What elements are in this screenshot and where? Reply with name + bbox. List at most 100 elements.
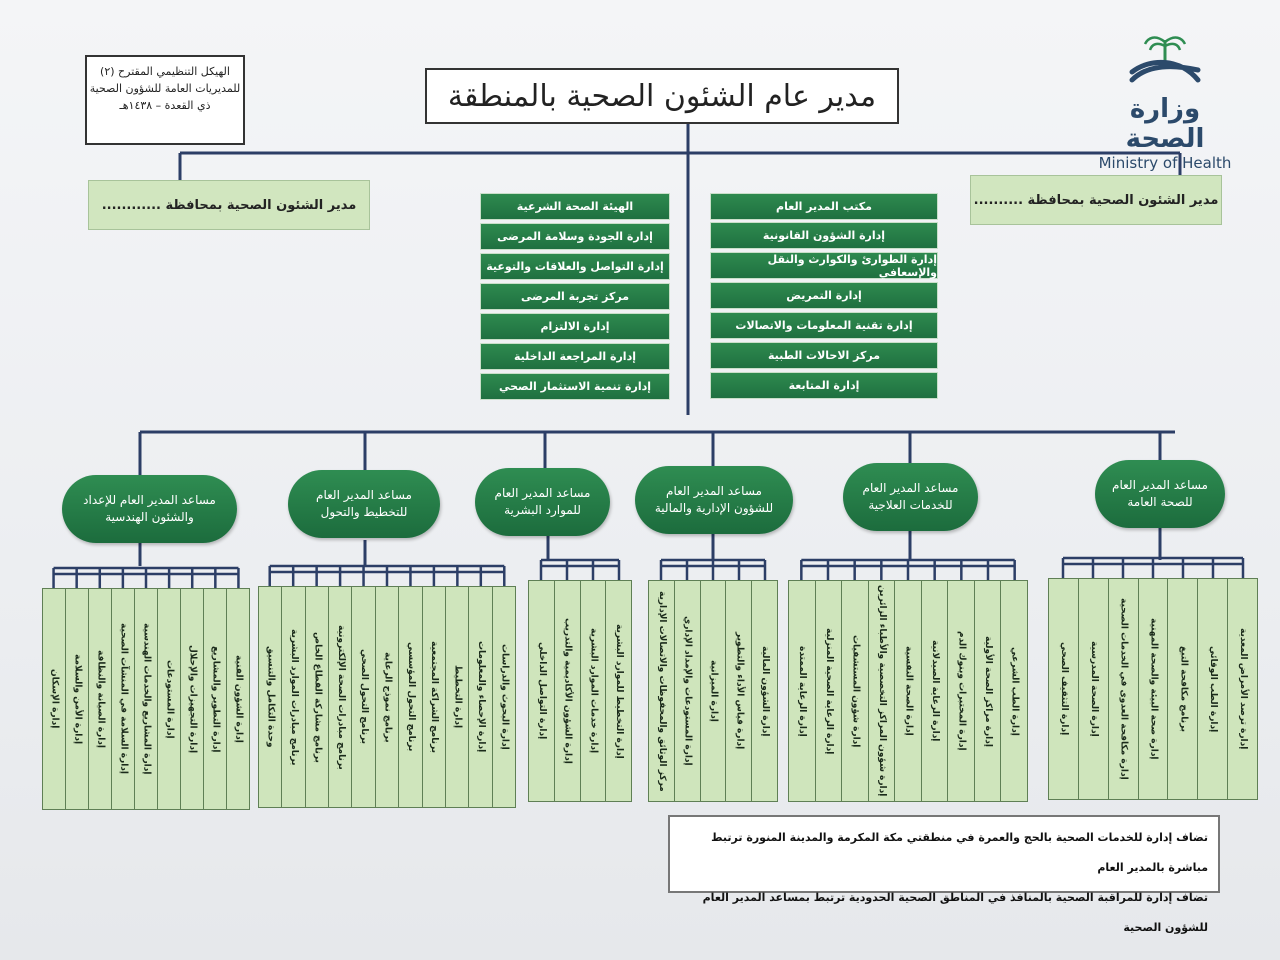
palm-swords-emblem-icon bbox=[1129, 36, 1201, 83]
department-item: إدارة الشؤون الأكاديمية والتدريب bbox=[553, 580, 580, 802]
department-label: إدارة المستودعات bbox=[164, 659, 175, 739]
department-label: إدارة الرعاية الصحية المنزلية bbox=[823, 627, 834, 755]
assistant-title: مساعد المدير العام bbox=[862, 481, 959, 495]
department-item: إدارة الطب الوقائي bbox=[1197, 578, 1228, 800]
department-label: إدارة الصحة النفسية bbox=[903, 646, 914, 736]
office-item: إدارة المتابعة bbox=[710, 372, 938, 399]
department-label: إدارة التجهيزات والإحلال bbox=[187, 644, 198, 754]
assistant-title: مساعد المدير العام bbox=[494, 486, 591, 500]
department-item: إدارة الشؤون المالية bbox=[751, 580, 778, 802]
department-label: إدارة المستودعات والإمداد الإداري bbox=[682, 616, 693, 766]
department-label: إدارة البحوث والدراسات bbox=[499, 644, 510, 750]
department-item: إدارة التجهيزات والإحلال bbox=[180, 588, 203, 810]
department-item: إدارة الصيانة والنظافة bbox=[88, 588, 111, 810]
department-label: إدارة التخطيط bbox=[452, 665, 463, 729]
dept-group-therapeutic: إدارة الطب الشرعي إدارة مراكز الصحة الأول… bbox=[787, 580, 1028, 802]
department-item: إدارة التخطيط bbox=[444, 586, 469, 808]
logo-english-text: Ministry of Health bbox=[1098, 154, 1232, 172]
department-item: إدارة التخطيط للموارد البشرية bbox=[605, 580, 632, 802]
footer-note-1: تضاف إدارة للخدمات الصحية بالحج والعمرة … bbox=[711, 831, 1208, 874]
department-label: إدارة شؤون المراكز التخصصية والأطباء الز… bbox=[876, 585, 887, 797]
department-item: برنامج مبادرات الصحة الإلكترونية bbox=[328, 586, 352, 808]
department-label: إدارة الشؤون الفنية bbox=[233, 655, 244, 743]
department-item: إدارة السلامة في المنشآت الصحية bbox=[111, 588, 134, 810]
assistant-portfolio: للموارد البشرية bbox=[504, 503, 581, 517]
department-item: برنامج الشراكة المجتمعية bbox=[421, 586, 445, 808]
department-item: إدارة التواصل الداخلي bbox=[528, 580, 554, 802]
assistant-portfolio: للتخطيط والتحول bbox=[320, 505, 408, 519]
office-item: إدارة الالتزام bbox=[480, 313, 670, 340]
assistant-admin-finance: مساعد المدير العام للشؤون الإدارية والمال… bbox=[635, 466, 793, 534]
assistant-title: مساعد المدير العام bbox=[666, 484, 762, 498]
department-item: إدارة الإسكان bbox=[42, 588, 65, 810]
governorate-director-left: مدير الشئون الصحية بمحافظة ............ bbox=[88, 180, 370, 230]
department-item: إدارة الصحة المدرسية bbox=[1077, 578, 1108, 800]
assistant-portfolio: للصحة العامة bbox=[1127, 495, 1193, 509]
department-label: إدارة الرعاية الممتدة bbox=[797, 645, 808, 737]
office-item: إدارة تنمية الاستثمار الصحي bbox=[480, 373, 670, 400]
department-item: إدارة مكافحة العدوى في الخدمات الصحية bbox=[1107, 578, 1138, 800]
assistant-human-resources: مساعد المدير العام للموارد البشرية bbox=[475, 468, 610, 536]
department-item: إدارة الطب الشرعي bbox=[1000, 580, 1028, 802]
assistant-title: مساعد المدير العام للإعداد bbox=[83, 493, 216, 507]
department-label: إدارة التخطيط للموارد البشرية bbox=[614, 623, 625, 759]
office-item: مركز تجربة المرضى bbox=[480, 283, 670, 310]
department-item: إدارة مراكز الصحة الأولية bbox=[973, 580, 1001, 802]
department-label: إدارة التثقيف الصحي bbox=[1058, 642, 1069, 736]
department-item: إدارة الشؤون الفنية bbox=[226, 588, 250, 810]
department-label: إدارة ترصد الأمراض المعدية bbox=[1238, 628, 1249, 750]
department-item: إدارة شؤون المستشفيات bbox=[841, 580, 868, 802]
department-item: برنامج مكافحة التبغ bbox=[1167, 578, 1198, 800]
department-item: إدارة التثقيف الصحي bbox=[1047, 578, 1078, 800]
dept-group-admin-finance: إدارة الشؤون المالية إدارة قياس الأداء وا… bbox=[648, 580, 778, 802]
department-item: إدارة الصحة النفسية bbox=[894, 580, 921, 802]
department-item: إدارة الأمن والسلامة bbox=[65, 588, 88, 810]
footer-note-2: تضاف إدارة للمراقبة الصحية بالمنافذ في ا… bbox=[702, 891, 1208, 934]
department-item: إدارة خدمات الموارد البشرية bbox=[579, 580, 606, 802]
department-label: برنامج مبادرات الموارد البشرية bbox=[289, 628, 300, 766]
department-item: إدارة الرعاية الممتدة bbox=[787, 580, 815, 802]
department-label: برنامج التحول المؤسسي bbox=[405, 642, 416, 752]
office-item: الهيئة الصحة الشرعية bbox=[480, 193, 670, 220]
department-label: برنامج مبادرات الصحة الإلكترونية bbox=[335, 624, 346, 770]
department-label: إدارة مراكز الصحة الأولية bbox=[983, 635, 994, 747]
assistant-portfolio: للشؤون الإدارية والمالية bbox=[654, 501, 774, 515]
department-label: برنامج مشاركة القطاع الخاص bbox=[312, 631, 323, 763]
department-label: برنامج نموذج الرعاية bbox=[382, 651, 393, 743]
ministry-logo: وزارة الصحة Ministry of Health bbox=[1090, 30, 1240, 172]
department-label: إدارة قياس الأداء والتطوير bbox=[734, 632, 745, 750]
department-label: إدارة خدمات الموارد البشرية bbox=[588, 628, 599, 754]
department-item: إدارة المستودعات والإمداد الإداري bbox=[673, 580, 700, 802]
department-label: إدارة الشؤون المالية bbox=[760, 645, 771, 737]
department-label: إدارة الإحصاء والمعلومات bbox=[475, 641, 486, 753]
department-item: إدارة المشاريع والخدمات الهندسية bbox=[134, 588, 157, 810]
department-label: إدارة التطوير والمشاريع bbox=[210, 645, 221, 753]
department-item: إدارة الميزانية bbox=[699, 580, 726, 802]
department-item: برنامج التحول المؤسسي bbox=[398, 586, 422, 808]
department-label: إدارة التواصل الداخلي bbox=[536, 642, 547, 740]
department-label: إدارة الصحة المدرسية bbox=[1088, 641, 1099, 737]
department-label: إدارة الأمن والسلامة bbox=[72, 653, 83, 745]
office-item: إدارة التمريض bbox=[710, 282, 938, 309]
department-item: برنامج نموذج الرعاية bbox=[374, 586, 399, 808]
office-item: إدارة المراجعة الداخلية bbox=[480, 343, 670, 370]
department-item: إدارة ترصد الأمراض المعدية bbox=[1227, 578, 1258, 800]
office-item: إدارة الجودة وسلامة المرضى bbox=[480, 223, 670, 250]
assistant-title: مساعد المدير العام bbox=[1112, 478, 1208, 492]
department-item: إدارة المختبرات وبنوك الدم bbox=[947, 580, 974, 802]
department-label: إدارة الشؤون الأكاديمية والتدريب bbox=[562, 618, 573, 764]
department-label: برنامج الشراكة المجتمعية bbox=[429, 641, 440, 753]
department-item: برنامج مشاركة القطاع الخاص bbox=[304, 586, 329, 808]
office-item: إدارة الطوارئ والكوارث والنقل والإسعافي bbox=[710, 252, 938, 279]
dept-group-human-resources: إدارة التخطيط للموارد البشرية إدارة خدمات… bbox=[528, 580, 632, 802]
note-line-3: ذي القعدة – ١٤٣٨هـ bbox=[119, 99, 211, 112]
note-line-2: للمديريات العامة للشؤون الصحية bbox=[89, 82, 241, 95]
department-label: إدارة صحة البيئة والصحة المهنية bbox=[1148, 618, 1159, 760]
department-label: إدارة المختبرات وبنوك الدم bbox=[956, 631, 967, 751]
director-general-title: مدير عام الشئون الصحية بالمنطقة bbox=[425, 68, 899, 124]
office-item: إدارة تقنية المعلومات والاتصالات bbox=[710, 312, 938, 339]
assistant-title: مساعد المدير العام bbox=[316, 488, 412, 502]
department-item: إدارة الرعاية الصيدلانية bbox=[920, 580, 948, 802]
